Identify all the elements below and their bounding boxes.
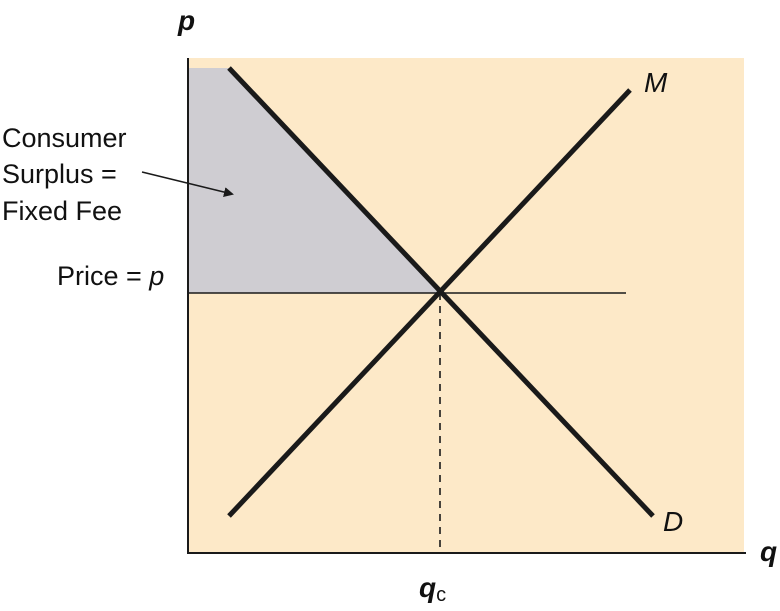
price-label: Price = p (57, 261, 164, 291)
quantity-label: qc (419, 572, 446, 606)
consumer-surplus-region (188, 68, 440, 293)
price-label-symbol: p (148, 261, 164, 291)
demand-curve (227, 66, 655, 518)
surplus-note-line3: Fixed Fee (2, 196, 122, 226)
marginal-cost-label: M (644, 67, 668, 98)
quantity-label-symbol: q (419, 572, 436, 603)
surplus-note-line1: Consumer (2, 123, 127, 153)
quantity-label-subscript: c (436, 584, 446, 606)
price-label-text: Price = (57, 261, 149, 291)
demand-label: D (663, 506, 683, 537)
marginal-cost-curve (227, 88, 632, 518)
x-axis-label: q (760, 536, 777, 567)
surplus-arrow (141, 171, 234, 197)
surplus-note-line2: Surplus = (2, 159, 117, 189)
y-axis-label: p (177, 5, 195, 36)
